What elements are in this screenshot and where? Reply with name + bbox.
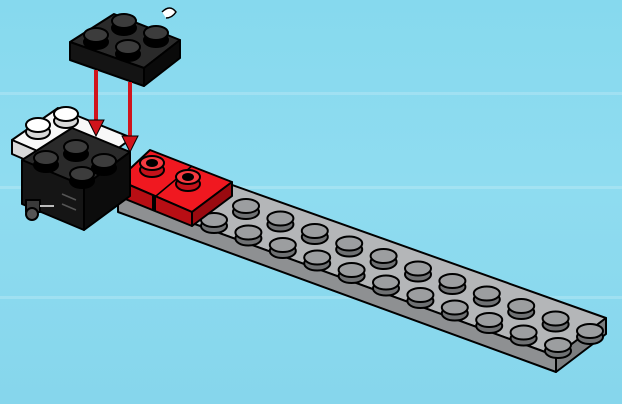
background-band	[0, 186, 622, 189]
gray-stud	[337, 262, 366, 278]
gray-plate-studs	[200, 198, 604, 359]
gray-stud	[472, 285, 501, 302]
white-plate-studs	[25, 106, 79, 140]
gray-stud	[509, 324, 538, 341]
gray-stud	[335, 235, 364, 252]
gray-stud	[234, 224, 263, 241]
arrow-down-icon	[87, 70, 105, 138]
gray-stud	[507, 298, 536, 314]
gray-stud	[266, 210, 295, 227]
gray-stud	[438, 273, 467, 289]
arrow-down-icon	[121, 82, 139, 154]
gray-stud	[232, 198, 260, 214]
gray-stud	[544, 337, 572, 353]
gray-stud	[303, 249, 332, 266]
gray-stud	[268, 237, 297, 253]
red-plate-studs	[139, 155, 201, 192]
gray-stud	[404, 260, 432, 277]
gray-stud	[475, 312, 504, 328]
gray-stud	[369, 248, 398, 264]
top-brick-studs	[83, 13, 169, 62]
background-band	[0, 296, 622, 299]
background-band	[0, 92, 622, 95]
gray-stud	[406, 287, 435, 303]
gray-stud	[440, 299, 469, 316]
gray-stud	[541, 310, 570, 327]
gray-stud	[300, 223, 329, 239]
black-brick-studs	[33, 139, 117, 189]
gray-stud	[576, 323, 604, 339]
placement-arrows	[87, 70, 139, 154]
gray-stud	[372, 274, 400, 291]
